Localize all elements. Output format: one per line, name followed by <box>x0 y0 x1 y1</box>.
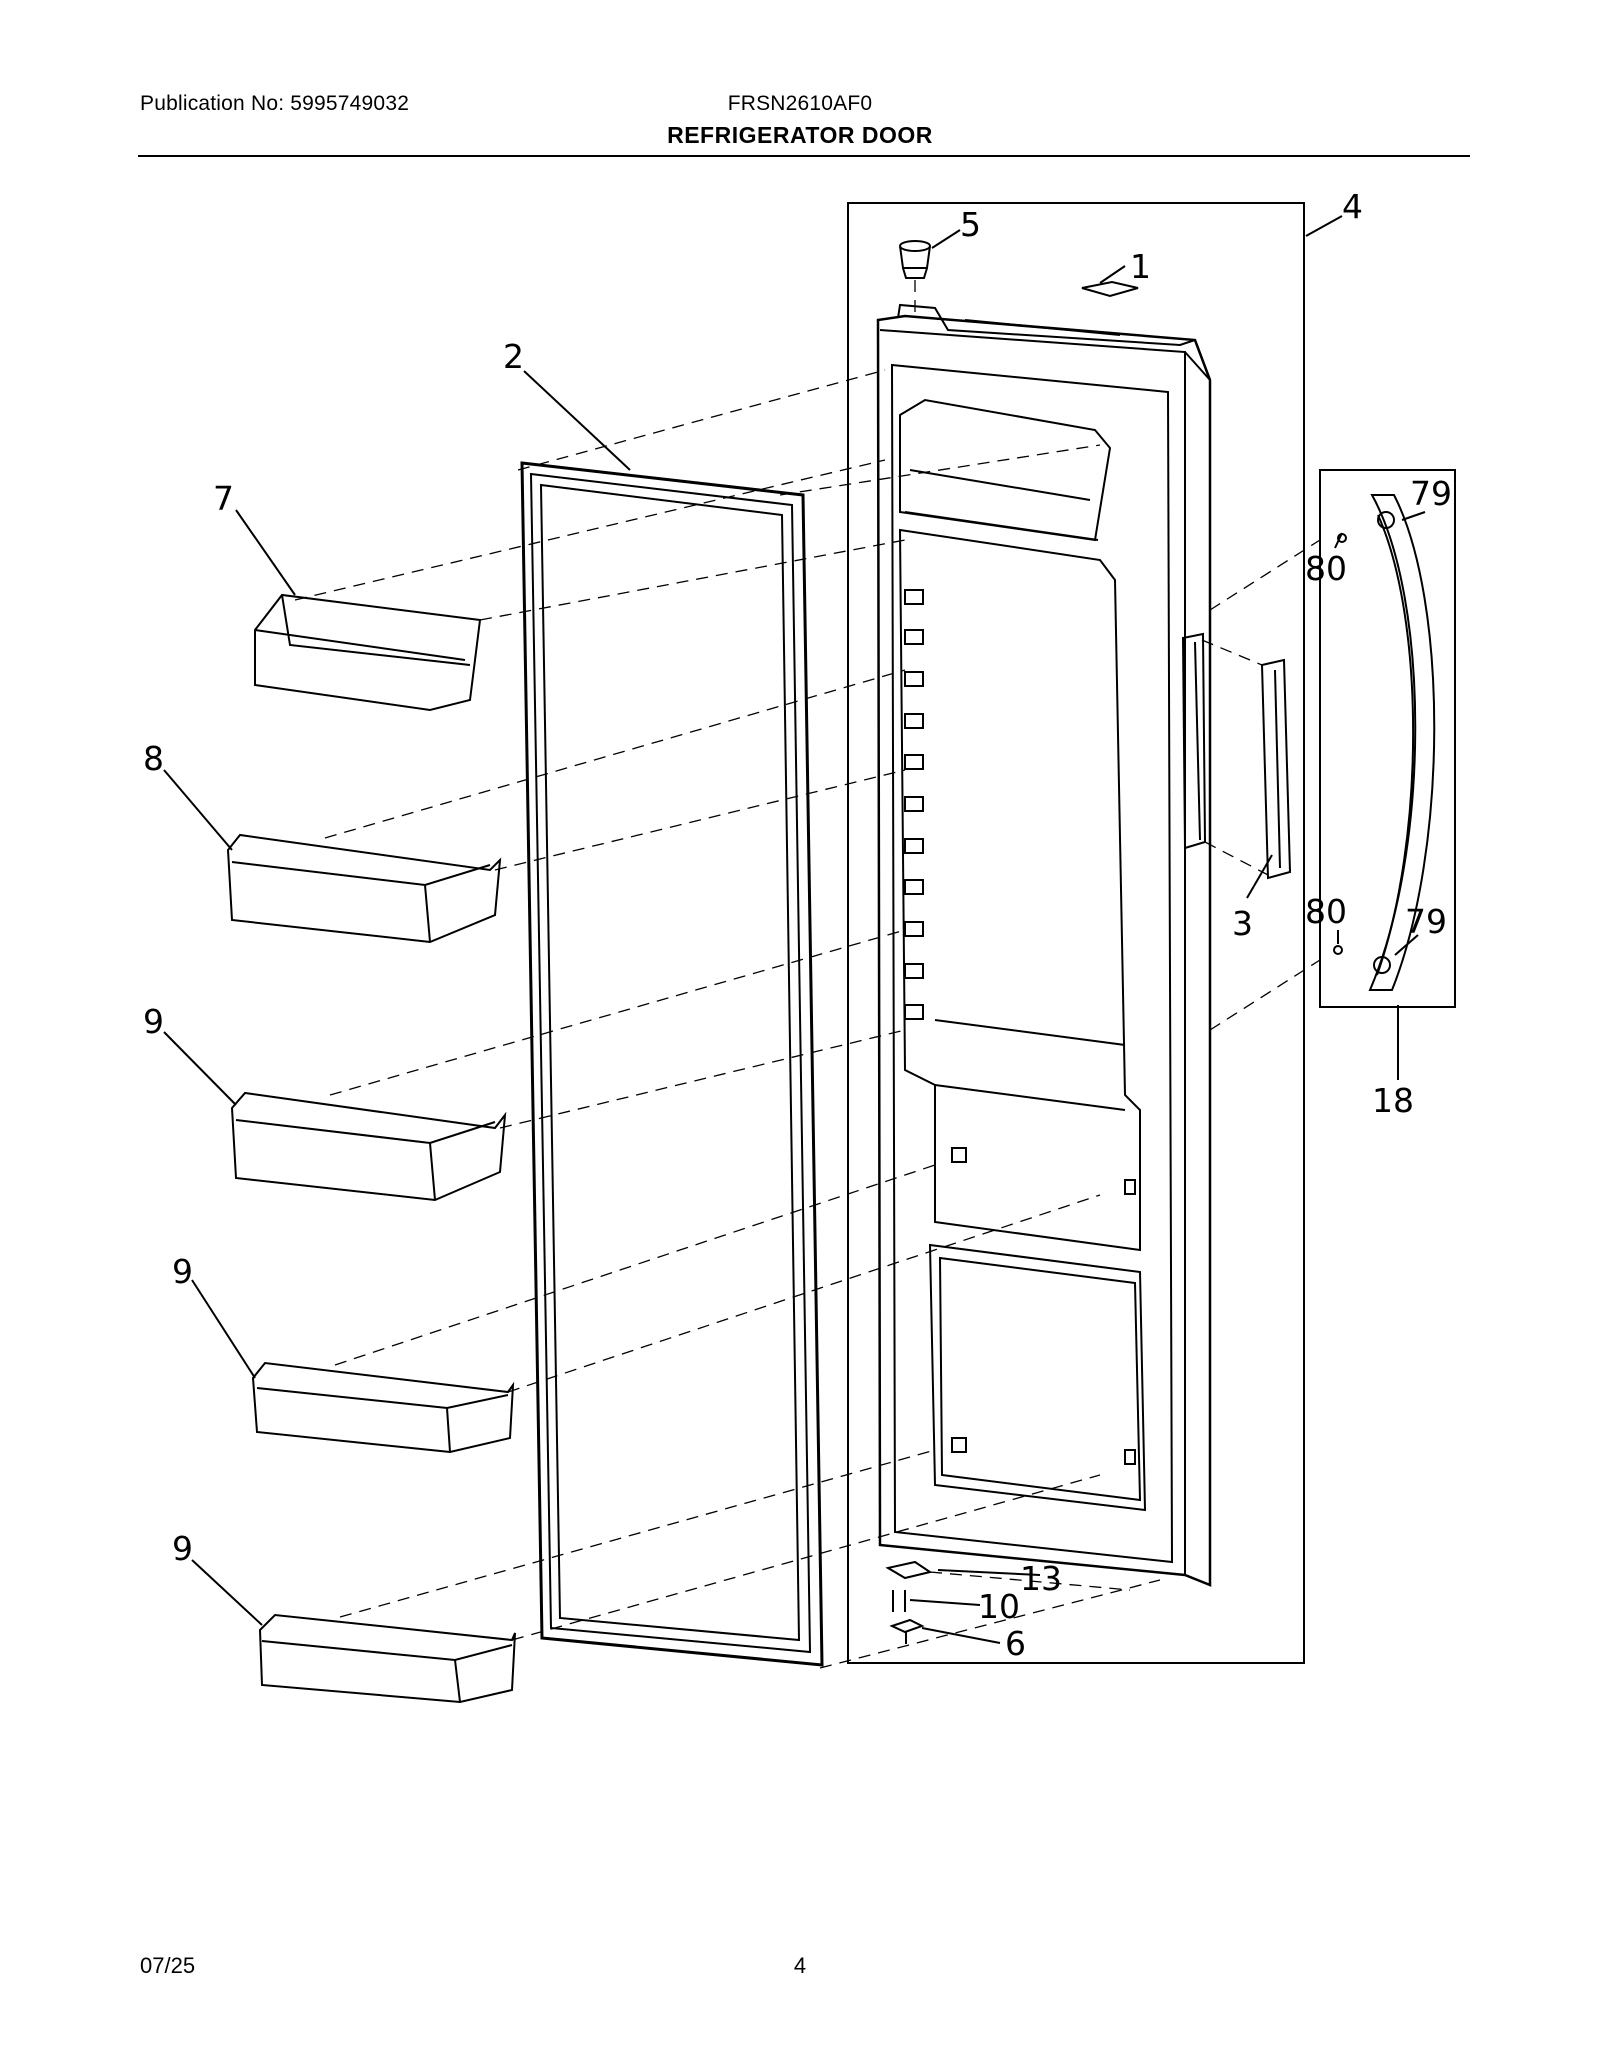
page-title: REFRIGERATOR DOOR <box>667 122 933 148</box>
part-3-hinge-bracket <box>1181 632 1292 880</box>
callout-3: 3 <box>1232 904 1253 943</box>
part-9-door-bin-1 <box>230 1091 507 1202</box>
callout-6: 6 <box>1005 1624 1026 1663</box>
callout-80-top: 80 <box>1305 549 1347 588</box>
part-8-door-bin <box>226 833 502 944</box>
callout-7: 7 <box>213 479 234 518</box>
assembly-leader-lines <box>294 280 1321 1669</box>
callout-9-b: 9 <box>172 1252 193 1291</box>
model-number: FRSN2610AF0 <box>727 92 873 115</box>
callout-10: 10 <box>978 1587 1020 1626</box>
part-10-screws <box>892 1590 906 1612</box>
callout-9-a: 9 <box>143 1002 164 1041</box>
callout-79-bottom: 79 <box>1405 902 1447 941</box>
callout-80-bottom: 80 <box>1305 892 1347 931</box>
callout-13: 13 <box>1020 1559 1062 1598</box>
publication-number: Publication No: 5995749032 <box>140 92 410 115</box>
part-9-door-bin-3 <box>258 1613 516 1704</box>
callout-1: 1 <box>1130 247 1151 286</box>
callout-79-top: 79 <box>1410 474 1452 513</box>
part-13-hinge-washer <box>885 1560 933 1580</box>
callout-9-c: 9 <box>172 1529 193 1568</box>
callout-5: 5 <box>960 205 981 244</box>
header-divider <box>138 155 1470 157</box>
part-1-label-plate <box>1081 280 1139 298</box>
publication-date: 07/25 <box>140 1953 196 1978</box>
callout-2: 2 <box>503 337 524 376</box>
part-9-door-bin-2 <box>251 1361 515 1454</box>
part-6-hinge-pin <box>889 1618 925 1644</box>
page-number: 4 <box>793 1953 807 1978</box>
handle-assembly-frame <box>1319 469 1456 1008</box>
part-7-dairy-cover <box>254 593 482 712</box>
callout-8: 8 <box>143 739 164 778</box>
door-gasket <box>520 461 824 1667</box>
part-5-bushing <box>899 240 931 279</box>
part-18-door-handle <box>1333 494 1436 991</box>
door-liner <box>876 303 1212 1587</box>
callout-4: 4 <box>1342 187 1363 226</box>
callout-18: 18 <box>1372 1081 1414 1120</box>
door-assembly-frame <box>847 202 1305 1664</box>
callout-leader-lines <box>163 215 1426 1644</box>
